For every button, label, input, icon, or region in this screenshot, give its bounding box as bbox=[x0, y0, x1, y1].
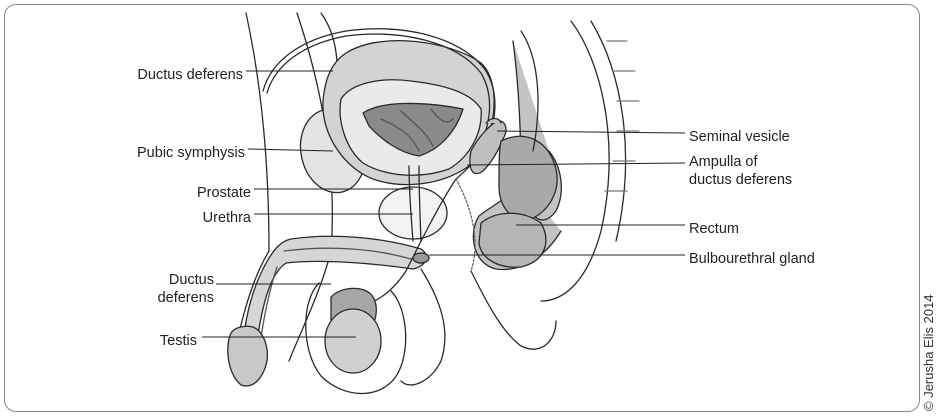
label-seminal-vesicle: Seminal vesicle bbox=[689, 129, 790, 146]
copyright-text: © Jerusha Elis 2014 bbox=[921, 294, 936, 411]
bulbourethral-gland bbox=[413, 253, 429, 263]
label-ductus-deferens-bottom: Ductus deferens bbox=[158, 271, 214, 307]
prostate bbox=[379, 187, 447, 239]
label-ampulla: Ampulla of ductus deferens bbox=[689, 153, 792, 189]
label-urethra: Urethra bbox=[203, 210, 251, 227]
label-ampulla-line2: ductus deferens bbox=[689, 171, 792, 189]
label-ampulla-line1: Ampulla of bbox=[689, 153, 792, 171]
label-pubic-symphysis: Pubic symphysis bbox=[137, 145, 245, 162]
label-testis: Testis bbox=[160, 333, 197, 350]
label-ductus-deferens-bottom-line1: Ductus bbox=[158, 271, 214, 289]
label-rectum: Rectum bbox=[689, 221, 739, 238]
glans bbox=[228, 326, 268, 386]
label-ductus-deferens-bottom-line2: deferens bbox=[158, 289, 214, 307]
diagram-frame: Ductus deferens Pubic symphysis Prostate… bbox=[4, 4, 920, 412]
perineum bbox=[401, 269, 445, 385]
label-prostate: Prostate bbox=[197, 185, 251, 202]
testis bbox=[325, 309, 381, 373]
label-ductus-deferens-top: Ductus deferens bbox=[137, 67, 243, 84]
label-bulbourethral-gland: Bulbourethral gland bbox=[689, 251, 815, 268]
